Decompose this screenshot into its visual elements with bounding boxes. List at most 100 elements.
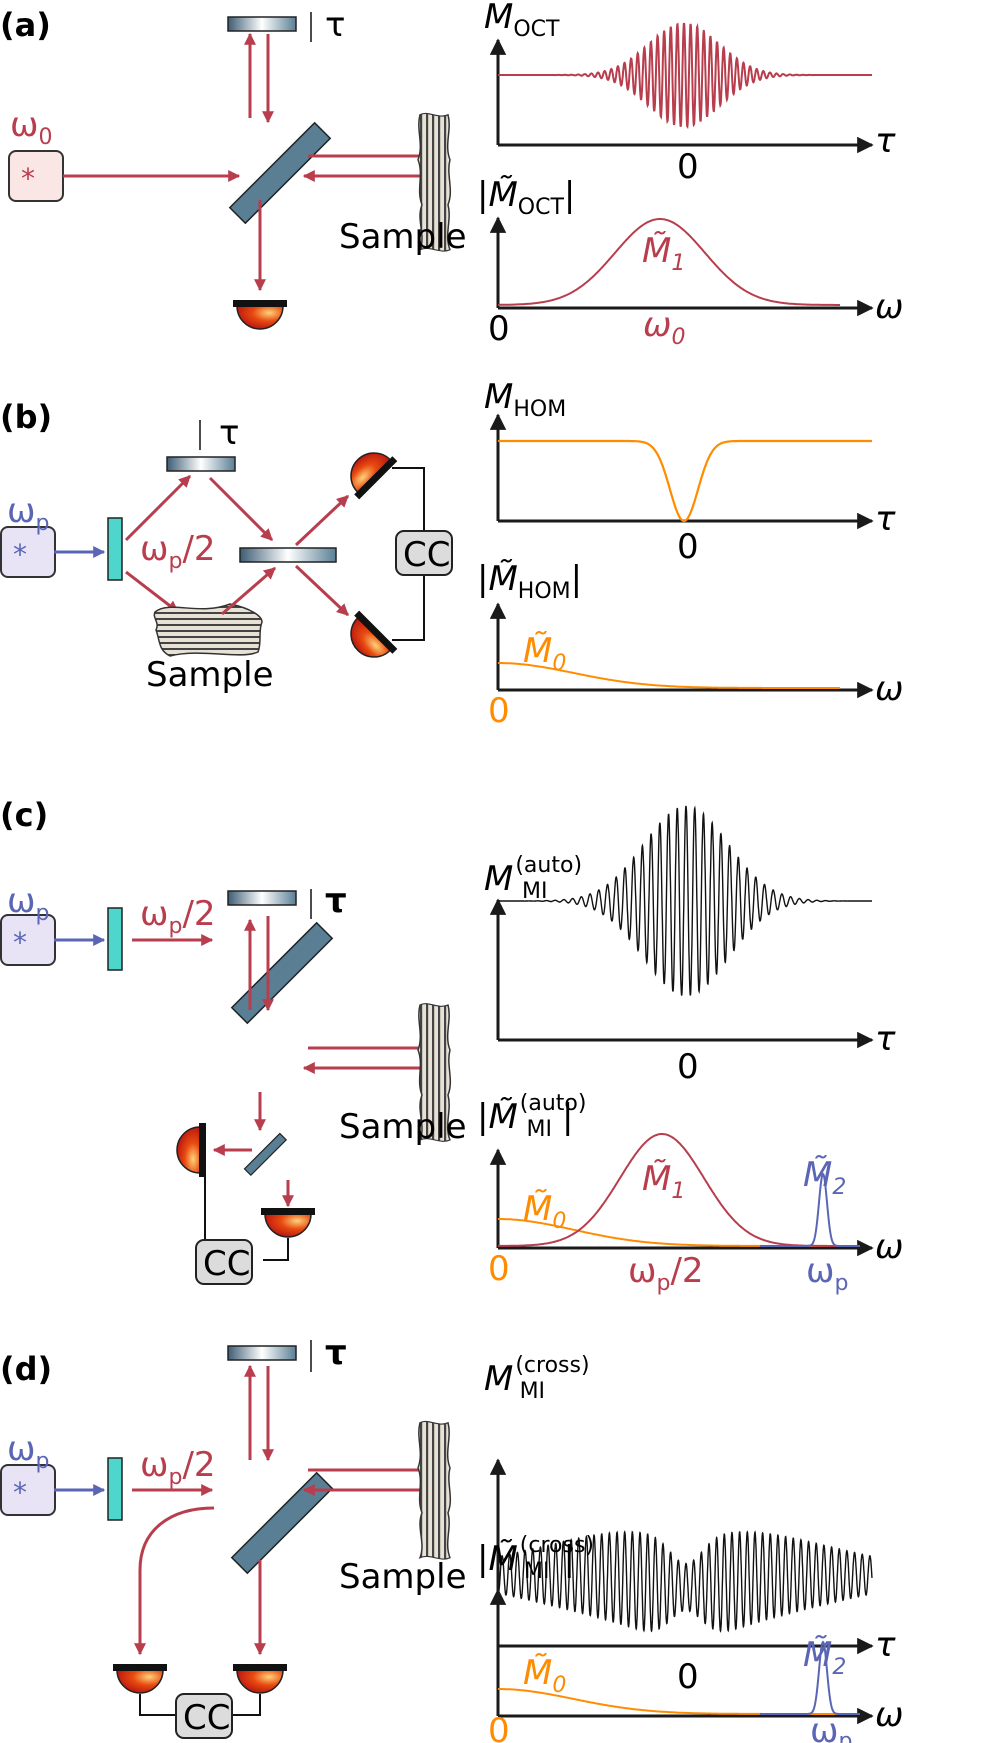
half-omega: ωp/2	[140, 894, 216, 939]
detector-2	[337, 609, 399, 671]
nonlinear-crystal	[107, 517, 123, 581]
panel-c: (c) ωp ωp/2 τ Sample CC M(auto)MI τ 0	[0, 796, 903, 1296]
source-omega: ωp	[7, 881, 49, 926]
output-up	[294, 494, 350, 547]
y-label-spectrum: |M̃(cross)MI|	[477, 1533, 594, 1584]
auto-interferogram	[498, 805, 872, 996]
cc-label: CC	[203, 1244, 250, 1284]
nonlinear-crystal	[107, 907, 123, 971]
peak-m2: M̃2	[803, 1635, 846, 1680]
oct-spectrum	[498, 218, 840, 306]
sample-label: Sample	[339, 217, 466, 257]
source-omega: ω0	[10, 105, 52, 150]
y-label: MOCT	[484, 0, 560, 42]
panel-label: (b)	[0, 398, 52, 436]
detector-1	[112, 1663, 168, 1694]
detector-1	[337, 439, 399, 501]
x-label: τ	[875, 1625, 896, 1665]
peak-m1: M̃1	[642, 1159, 685, 1204]
nonlinear-crystal	[107, 1457, 123, 1521]
reference-mirror	[227, 890, 297, 906]
x-label-spectrum: ω	[875, 287, 903, 327]
origin-label: 0	[488, 1711, 510, 1743]
half-omega-tick: ωp/2	[628, 1251, 704, 1296]
peak-m0: M̃0	[523, 1653, 566, 1698]
omega-p-tick: ωp	[810, 1711, 852, 1743]
sample-block	[153, 603, 263, 657]
cc-label: CC	[403, 535, 450, 575]
second-beamsplitter	[243, 1132, 288, 1177]
y-label-spectrum: |M̃(auto)MI|	[477, 1091, 586, 1142]
light-source	[8, 150, 64, 202]
beamsplitter	[230, 1471, 334, 1575]
beamsplitter	[239, 547, 337, 563]
x-label: τ	[875, 499, 896, 539]
y-label-spectrum: |M̃HOM|	[477, 559, 582, 604]
photon-down	[125, 570, 179, 614]
origin-label: 0	[488, 691, 510, 731]
hom-dip	[498, 439, 872, 523]
m2-peak	[760, 1172, 860, 1247]
detector	[232, 299, 288, 330]
sample-label: Sample	[339, 1107, 466, 1147]
sample-to-bs	[221, 566, 276, 616]
cc-label: CC	[183, 1698, 230, 1738]
tau-label: τ	[325, 881, 347, 921]
hom-spectrum	[498, 662, 840, 689]
half-omega: ωp/2	[140, 529, 216, 574]
omega0-tick: ω0	[643, 305, 685, 350]
origin-label: 0	[488, 1249, 510, 1289]
peak-m0: M̃0	[523, 1189, 566, 1234]
tick-zero: 0	[677, 1047, 699, 1087]
panel-a: (a) ω0 τ Sample MOCT τ 0 |M̃OCT| ω 0 M̃1…	[0, 0, 903, 350]
panel-label: (c)	[0, 796, 48, 834]
peak-m2: M̃2	[803, 1155, 846, 1200]
reference-mirror	[227, 1345, 297, 1361]
source-omega: ωp	[7, 491, 49, 536]
sample-block	[417, 1420, 452, 1560]
panel-label: (d)	[0, 1350, 52, 1388]
panel-d: (d) ωp ωp/2 τ Sample CC M(cross)MI τ 0	[0, 1333, 903, 1743]
peak-m0: M̃0	[523, 631, 566, 676]
delay-to-bs	[208, 476, 274, 542]
y-label: M(auto)MI	[484, 853, 582, 904]
reference-mirror	[227, 16, 297, 32]
tick-zero: 0	[677, 1657, 699, 1697]
beamsplitter	[230, 921, 334, 1025]
tau-label: τ	[219, 413, 239, 453]
photon-up	[124, 474, 192, 542]
beamsplitter	[228, 121, 332, 225]
y-label: M(cross)MI	[484, 1353, 590, 1404]
y-label-spectrum: |M̃OCT|	[477, 175, 575, 220]
x-label: τ	[875, 121, 896, 161]
m2-peak	[760, 1640, 860, 1715]
omega-p-tick: ωp	[806, 1251, 848, 1296]
detector-2	[260, 1207, 316, 1238]
oct-interferogram	[498, 22, 872, 130]
x-label-spectrum: ω	[875, 1227, 903, 1267]
idler-beam	[134, 1506, 215, 1656]
source-omega: ωp	[7, 1429, 49, 1474]
x-label-spectrum: ω	[875, 669, 903, 709]
detector-1	[176, 1122, 207, 1178]
half-omega: ωp/2	[140, 1445, 216, 1490]
output-down	[294, 564, 350, 617]
tick-zero: 0	[677, 527, 699, 567]
delay-mirror	[166, 456, 236, 472]
peak-m1: M̃1	[642, 231, 685, 276]
detector-2	[232, 1663, 288, 1694]
cc-wires	[392, 467, 425, 641]
panel-label: (a)	[0, 6, 51, 44]
m1-peak	[498, 1133, 840, 1247]
x-label-spectrum: ω	[875, 1695, 903, 1735]
sample-label: Sample	[146, 655, 273, 695]
sample-label: Sample	[339, 1557, 466, 1597]
cc-wires	[139, 1694, 261, 1716]
panel-b: (b) ωp ωp/2 τ Sample CC MHOM τ 0 |M̃HOM|…	[0, 377, 903, 731]
cross-interferogram	[497, 1530, 873, 1633]
tick-zero: 0	[677, 147, 699, 187]
y-label: MHOM	[484, 377, 566, 422]
tau-label: τ	[325, 5, 345, 45]
x-label: τ	[875, 1019, 896, 1059]
